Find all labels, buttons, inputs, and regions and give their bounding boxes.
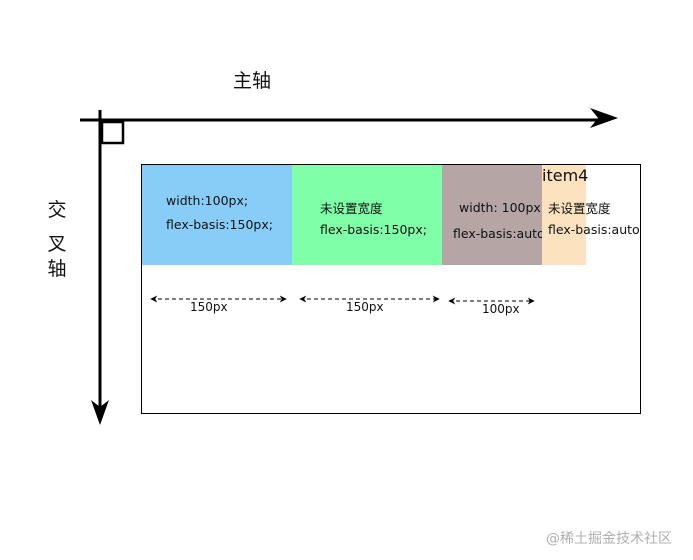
dimension-label-1: 150px xyxy=(190,300,228,314)
cross-axis-label-1: 交 xyxy=(47,199,67,221)
flex-item-4 xyxy=(542,165,586,265)
item-4-basis-text: flex-basis:auto xyxy=(548,222,640,237)
flex-item-2: 未设置宽度 flex-basis:150px; xyxy=(292,165,442,265)
item-3-width-text: width: 100px xyxy=(459,200,541,215)
dimension-label-3: 100px xyxy=(482,302,520,316)
item-2-basis-text: flex-basis:150px; xyxy=(320,222,427,237)
flex-container xyxy=(141,164,641,414)
main-axis-label: 主轴 xyxy=(233,70,272,92)
flex-item-1: width:100px; flex-basis:150px; xyxy=(142,165,292,265)
origin-square xyxy=(100,120,125,145)
cross-axis-label-3: 轴 xyxy=(47,258,67,280)
cross-axis-arrowhead xyxy=(91,400,109,425)
item-4-title: item4 xyxy=(542,166,589,185)
dimension-label-2: 150px xyxy=(346,300,384,314)
main-axis-arrowhead xyxy=(590,108,618,128)
flex-item-3: width: 100px flex-basis:auto xyxy=(442,165,545,265)
item-1-width-text: width:100px; xyxy=(166,193,249,208)
item-4-width-text: 未设置宽度 xyxy=(548,201,611,216)
watermark: @稀土掘金技术社区 xyxy=(546,531,672,547)
item-2-width-text: 未设置宽度 xyxy=(320,201,383,216)
item-1-basis-text: flex-basis:150px; xyxy=(166,217,273,232)
item-3-basis-text: flex-basis:auto xyxy=(453,226,545,241)
cross-axis-label-2: 叉 xyxy=(47,233,67,255)
